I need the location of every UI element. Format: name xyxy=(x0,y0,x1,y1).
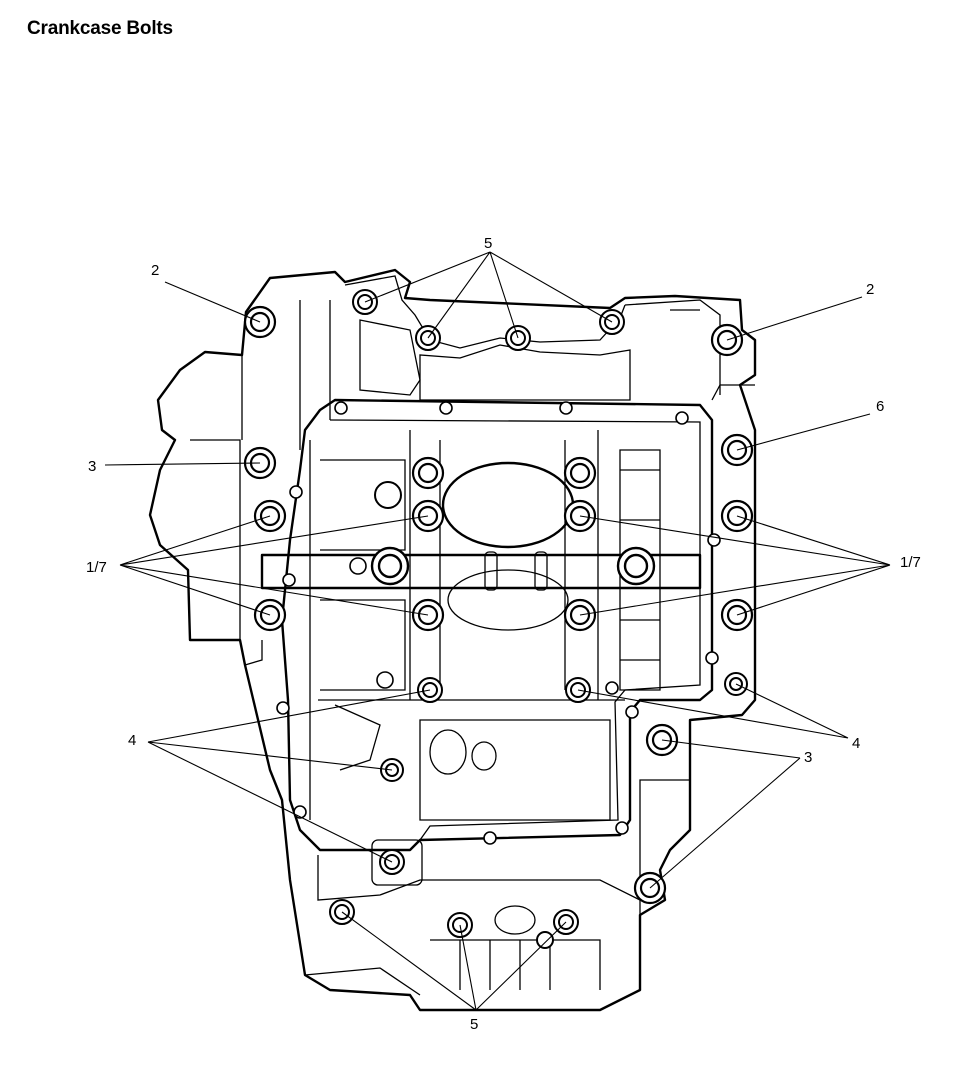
label-4-left: 4 xyxy=(128,732,136,749)
label-5-top: 5 xyxy=(484,235,492,252)
label-1-7-right: 1/7 xyxy=(900,554,921,571)
label-3-left: 3 xyxy=(88,458,96,475)
label-2-right: 2 xyxy=(866,281,874,298)
gasket-frame xyxy=(280,398,714,852)
bolt-heads xyxy=(243,289,754,949)
gasket-bosses xyxy=(276,401,721,845)
label-6: 6 xyxy=(876,398,884,415)
label-5-bottom: 5 xyxy=(470,1016,478,1033)
label-1-7-left: 1/7 xyxy=(86,559,107,576)
page-title: Crankcase Bolts xyxy=(27,18,173,39)
leader-lines xyxy=(104,251,891,1011)
label-3-right: 3 xyxy=(804,749,812,766)
label-2-left: 2 xyxy=(151,262,159,279)
crankcase-outline xyxy=(148,268,757,1012)
label-4-right: 4 xyxy=(852,735,860,752)
callout-labels: 5 2 2 6 3 1/7 1/7 4 4 3 5 xyxy=(86,235,921,1033)
